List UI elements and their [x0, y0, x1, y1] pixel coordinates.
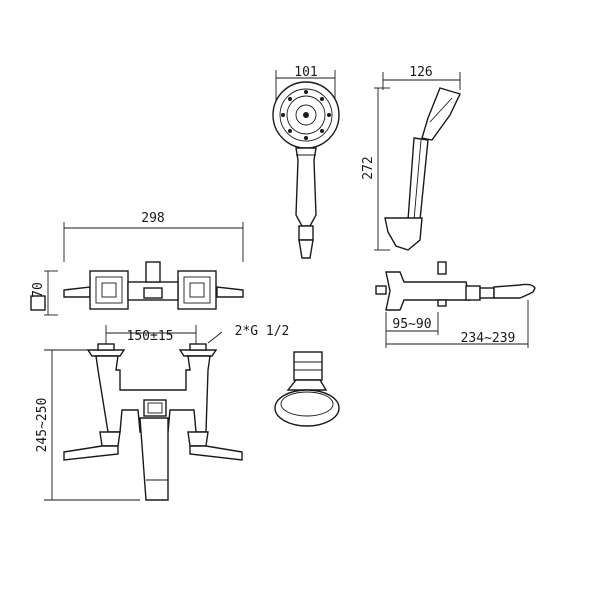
dimension-labels: 101 126 272 298 70 150±15 2*G 1/2 245~25… — [31, 65, 515, 452]
handshower-front-view — [272, 70, 340, 259]
spout-side-view — [375, 261, 536, 348]
dim-centers: 150±15 — [127, 329, 174, 344]
handshower-side-view — [374, 72, 461, 251]
wall-bracket — [274, 351, 340, 427]
dim-mixer-width: 298 — [141, 211, 164, 226]
dim-handshower-width: 101 — [294, 65, 317, 80]
dim-mixer-depth: 70 — [31, 282, 46, 298]
dim-height-range: 245~250 — [35, 398, 50, 453]
mixer-front-view — [44, 325, 243, 501]
mixer-top-view — [30, 222, 244, 316]
dim-spout-length: 234~239 — [461, 331, 516, 346]
dim-handshower-depth: 126 — [409, 65, 432, 80]
dim-handshower-length: 272 — [361, 156, 376, 179]
dim-spout-offset: 95~90 — [392, 317, 431, 332]
dim-connection: 2*G 1/2 — [235, 324, 290, 339]
